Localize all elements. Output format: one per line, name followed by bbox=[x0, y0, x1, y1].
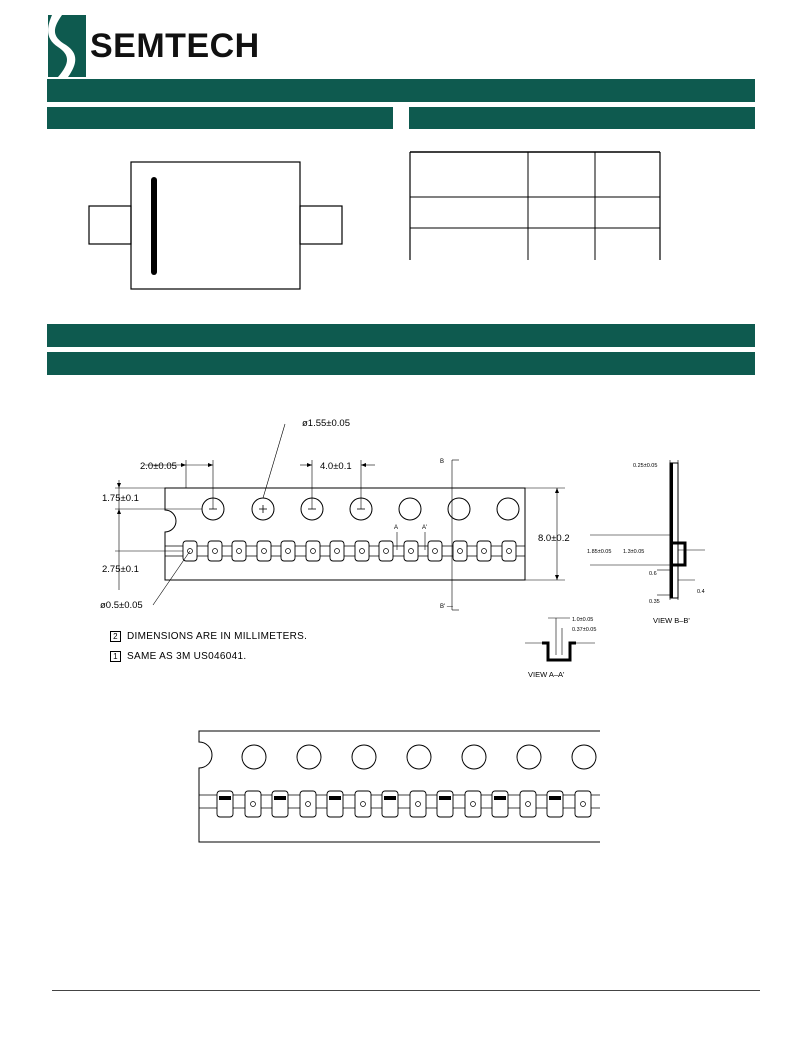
tape-with-devices-diagram bbox=[198, 730, 600, 843]
section-a-prime-label: A' bbox=[422, 525, 427, 531]
dim-pocket-length-a: 1.0±0.05 bbox=[572, 617, 593, 623]
view-aa-label: VIEW A–A' bbox=[528, 670, 565, 679]
note-reference: 1 SAME AS 3M US046041. bbox=[110, 651, 246, 662]
semtech-logo-icon bbox=[48, 15, 86, 77]
section-band-1 bbox=[47, 324, 755, 347]
dim-pocket-depth-b: 1.3±0.05 bbox=[623, 549, 644, 555]
dim-thickness: 0.25±0.05 bbox=[633, 463, 657, 469]
view-bb-label: VIEW B–B' bbox=[653, 616, 690, 625]
section-band-2 bbox=[47, 352, 755, 375]
spec-table bbox=[409, 151, 661, 260]
dim-edge-to-hole: 2.0±0.05 bbox=[140, 461, 177, 472]
dim-hole-dia: ø1.55±0.05 bbox=[302, 418, 350, 429]
section-a-label: A bbox=[394, 525, 398, 531]
tape-dimension-drawing: ø1.55±0.05 2.0±0.05 4.0±0.1 1.75±0.1 2.7… bbox=[100, 418, 570, 611]
right-section-band bbox=[409, 107, 755, 129]
view-bb-drawing: 0.25±0.05 1.85±0.05 1.3±0.05 0.6 0.4 0.3… bbox=[587, 460, 705, 625]
dim-06: 0.6 bbox=[649, 571, 657, 577]
section-b-label: B bbox=[440, 459, 444, 465]
brand-name: SEMTECH bbox=[90, 27, 260, 65]
dim-pocket-hole-a: 0.37±0.05 bbox=[572, 627, 596, 633]
dim-04: 0.4 bbox=[697, 589, 705, 595]
section-b-prime-label: B' — bbox=[440, 604, 453, 610]
dim-tape-width: 8.0±0.2 bbox=[538, 533, 570, 544]
note-number: 1 bbox=[110, 651, 121, 662]
note-units: 2 DIMENSIONS ARE IN MILLIMETERS. bbox=[110, 631, 307, 642]
left-section-band bbox=[47, 107, 393, 129]
note-text: SAME AS 3M US046041. bbox=[127, 651, 247, 663]
dim-edge-to-center: 1.75±0.1 bbox=[102, 493, 139, 504]
header-band bbox=[47, 79, 755, 102]
dim-hole-pitch: 4.0±0.1 bbox=[320, 461, 352, 472]
note-number: 2 bbox=[110, 631, 121, 642]
note-text: DIMENSIONS ARE IN MILLIMETERS. bbox=[127, 631, 308, 643]
footer-rule bbox=[52, 990, 760, 991]
dim-pocket-width-b: 1.85±0.05 bbox=[587, 549, 611, 555]
dim-pocket-hole-dia: ø0.5±0.05 bbox=[100, 600, 143, 611]
dim-center-to-pocket: 2.75±0.1 bbox=[102, 564, 139, 575]
device-outline-diagram bbox=[88, 161, 343, 290]
dim-035: 0.35 bbox=[649, 599, 660, 605]
view-aa-drawing: 1.0±0.05 0.37±0.05 VIEW A–A' bbox=[525, 617, 596, 679]
